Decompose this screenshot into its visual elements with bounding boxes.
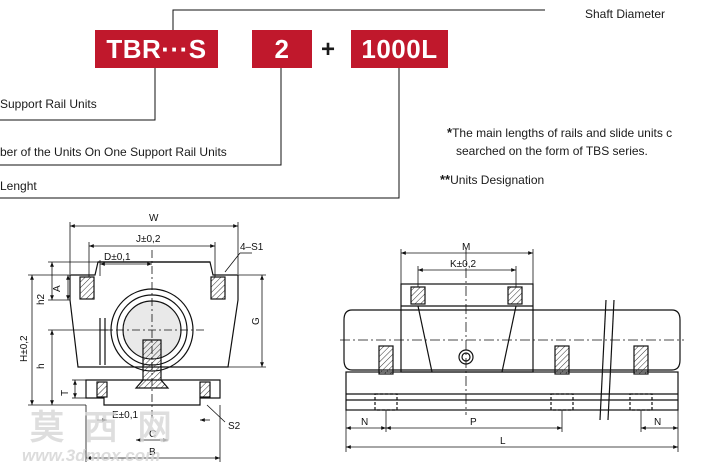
dim-S2: S2 — [228, 421, 241, 432]
dim-B: B — [149, 447, 156, 458]
leader-length — [0, 68, 400, 199]
note-star: * — [447, 125, 453, 140]
dim-H: H±0,2 — [19, 335, 30, 362]
dim-C: C — [149, 429, 156, 440]
dim-h: h — [36, 363, 47, 369]
note-units-text: Units Designation — [450, 173, 545, 187]
watermark-url: www.3dmox.com — [22, 446, 161, 465]
support-rail-units-label: Support Rail Units — [0, 97, 97, 111]
note-line-1: The main lengths of rails and slide unit… — [452, 126, 673, 140]
note-line-2: searched on the form of TBS series. — [456, 144, 648, 158]
dim-M: M — [462, 242, 470, 253]
dim-W: W — [149, 213, 159, 224]
code-box-count: 2 — [252, 30, 312, 68]
watermark-cn: 莫 西 网 — [30, 408, 176, 448]
dim-J: J±0,2 — [136, 234, 161, 245]
note-main-lengths: *The main lengths of rails and slide uni… — [447, 124, 672, 160]
dim-N-right: N — [654, 417, 661, 428]
dim-N-left: N — [361, 417, 368, 428]
number-of-units-label: ber of the Units On One Support Rail Uni… — [0, 145, 227, 159]
front-view — [69, 250, 239, 420]
dim-A: A — [52, 285, 63, 292]
code-box-model: TBR···S — [95, 30, 218, 68]
note-units-designation: **Units Designation — [440, 171, 544, 189]
code-box-length: 1000L — [351, 30, 448, 68]
leader-shaft — [172, 9, 545, 30]
note-stars: ** — [440, 172, 451, 187]
dim-P: P — [470, 417, 477, 428]
plus-sign: + — [321, 36, 336, 63]
dim-D: D±0,1 — [104, 252, 131, 263]
dim-T: T — [60, 390, 71, 396]
dim-K: K±0,2 — [450, 259, 476, 270]
leader-number — [0, 68, 282, 166]
front-dimensions — [28, 222, 266, 462]
callout-leaders — [0, 9, 545, 199]
dim-S1: 4–S1 — [240, 242, 264, 253]
length-label: Lenght — [0, 179, 37, 193]
dim-h2: h2 — [36, 293, 47, 305]
shaft-diameter-label: Shaft Diameter — [585, 7, 666, 21]
side-view — [340, 250, 684, 421]
side-dimensions — [345, 249, 679, 452]
dim-G: G — [251, 317, 262, 325]
leader-support-rail — [0, 68, 156, 121]
dim-L: L — [500, 436, 506, 447]
dim-E: E±0,1 — [112, 410, 138, 421]
